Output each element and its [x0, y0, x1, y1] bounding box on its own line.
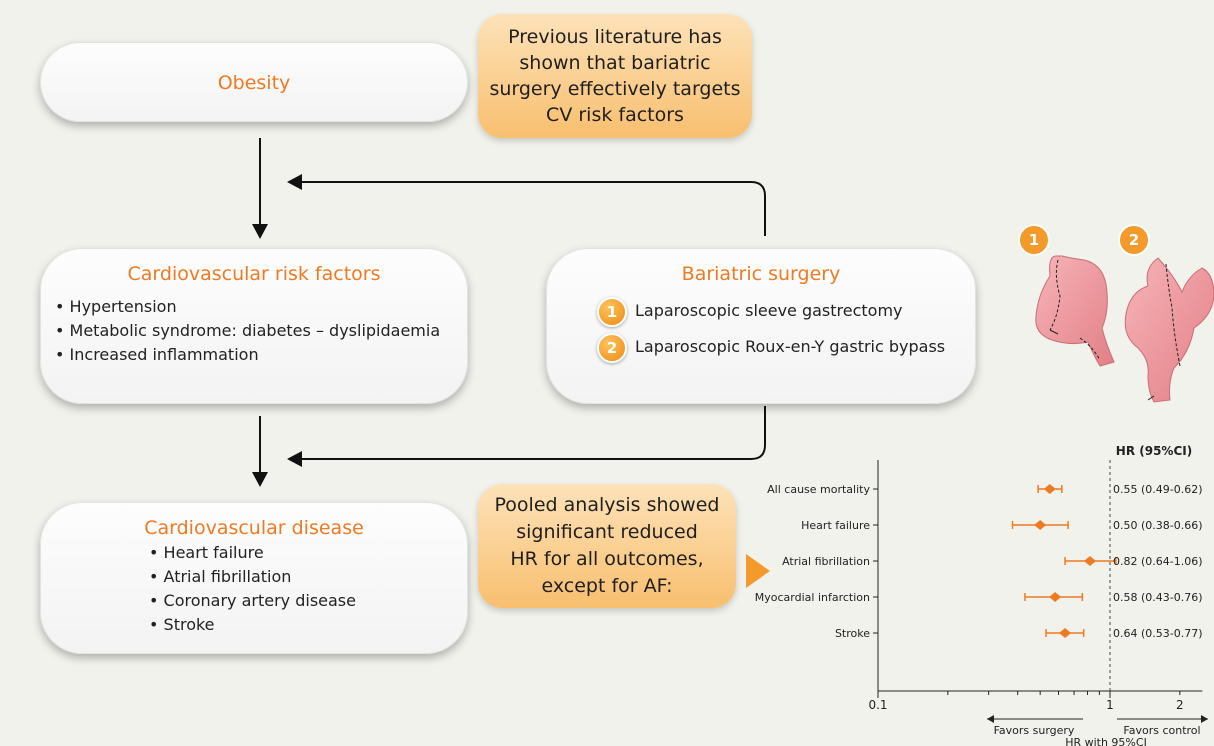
- row-label: Heart failure: [801, 519, 870, 532]
- pooled-note-line: significant reduced: [516, 521, 698, 543]
- forest-rows: All cause mortality 0.55 (0.49-0.62) Heart…: [755, 483, 1203, 640]
- x-tick-label: 1: [1106, 698, 1114, 712]
- forest-plot: HR (95%CI) 0.1 1 2 All cause mortality 0.55…: [755, 444, 1208, 746]
- pointer-triangle-icon: [746, 554, 770, 588]
- number-badge: 1: [597, 296, 627, 327]
- literature-note-line: shown that bariatric: [519, 52, 711, 74]
- x-tick-label: 2: [1176, 698, 1184, 712]
- list-item: Stroke: [149, 613, 467, 637]
- list-item: Heart failure: [149, 541, 467, 565]
- hr-point: [1084, 556, 1097, 566]
- literature-note: Previous literature has shown that baria…: [478, 14, 752, 138]
- surgery-item-sleeve: 1 Laparoscopic sleeve gastrectomy: [597, 293, 975, 329]
- list-item: Increased inflammation: [55, 343, 467, 367]
- surgery-item-label: Laparoscopic sleeve gastrectomy: [635, 301, 903, 320]
- pooled-note-line: HR for all outcomes,: [510, 548, 704, 570]
- hr-ci-value: 0.58 (0.43-0.76): [1113, 591, 1203, 604]
- x-axis-label: HR with 95%CI: [1065, 736, 1147, 746]
- favors-control-label: Favors control: [1123, 724, 1200, 737]
- row-label: Myocardial infarction: [755, 591, 870, 604]
- literature-note-line: CV risk factors: [546, 104, 684, 126]
- surgery-item-bypass: 2 Laparoscopic Roux-en-Y gastric bypass: [597, 329, 975, 365]
- illustration-badge-2: 2: [1129, 231, 1139, 249]
- gastric-bypass-illustration: [1124, 257, 1214, 403]
- obesity-box: Obesity: [40, 42, 468, 122]
- number-badge: 2: [597, 332, 627, 363]
- disease-box: Cardiovascular disease Heart failure Atr…: [40, 502, 468, 654]
- list-item: Coronary artery disease: [149, 589, 467, 613]
- hr-point: [1059, 628, 1072, 638]
- forest-row: Myocardial infarction 0.58 (0.43-0.76): [755, 591, 1203, 604]
- row-label: Atrial fibrillation: [782, 555, 870, 568]
- disease-title: Cardiovascular disease: [144, 517, 364, 539]
- forest-axes: 0.1 1 2: [868, 460, 1203, 712]
- list-item: Metabolic syndrome: diabetes – dyslipida…: [55, 319, 467, 343]
- illustration-badge-1: 1: [1029, 231, 1039, 249]
- surgery-item-label: Laparoscopic Roux-en-Y gastric bypass: [635, 337, 946, 356]
- stomach-illustrations: 1 2: [1018, 224, 1214, 403]
- row-label: All cause mortality: [767, 483, 870, 496]
- pooled-note-line: Pooled analysis showed: [494, 494, 720, 516]
- hr-ci-value: 0.55 (0.49-0.62): [1113, 483, 1203, 496]
- obesity-title: Obesity: [217, 72, 291, 94]
- favors-annotations: Favors surgery Favors control HR with 95…: [987, 715, 1208, 746]
- disease-list: Heart failure Atrial fibrillation Corona…: [149, 541, 467, 637]
- risk-factors-list: Hypertension Metabolic syndrome: diabete…: [55, 295, 467, 367]
- hr-ci-value: 0.64 (0.53-0.77): [1113, 627, 1203, 640]
- favors-surgery-label: Favors surgery: [994, 724, 1075, 737]
- forest-row: Stroke 0.64 (0.53-0.77): [835, 627, 1203, 640]
- bariatric-surgery-box: Bariatric surgery 1 Laparoscopic sleeve g…: [546, 248, 976, 404]
- row-label: Stroke: [835, 627, 870, 640]
- literature-note-line: surgery effectively targets: [489, 78, 741, 100]
- literature-note-line: Previous literature has: [508, 26, 722, 48]
- forest-row: Atrial fibrillation 0.82 (0.64-1.06): [782, 555, 1202, 568]
- pooled-analysis-note: Pooled analysis showed significant reduc…: [478, 484, 736, 608]
- risk-factors-title: Cardiovascular risk factors: [127, 263, 381, 285]
- hr-ci-value: 0.82 (0.64-1.06): [1113, 555, 1203, 568]
- ci-column-header: HR (95%CI): [1116, 444, 1192, 458]
- sleeve-gastrectomy-illustration: [1035, 255, 1115, 367]
- risk-factors-box: Cardiovascular risk factors Hypertension…: [40, 248, 468, 404]
- x-tick-label: 0.1: [868, 698, 887, 712]
- pooled-note-line: except for AF:: [541, 575, 673, 597]
- forest-row: All cause mortality 0.55 (0.49-0.62): [767, 483, 1202, 496]
- list-item: Atrial fibrillation: [149, 565, 467, 589]
- forest-row: Heart failure 0.50 (0.38-0.66): [801, 519, 1202, 532]
- list-item: Hypertension: [55, 295, 467, 319]
- bariatric-surgery-title: Bariatric surgery: [681, 263, 841, 285]
- hr-point: [1034, 520, 1047, 530]
- hr-point: [1049, 592, 1062, 602]
- hr-point: [1043, 484, 1056, 494]
- hr-ci-value: 0.50 (0.38-0.66): [1113, 519, 1203, 532]
